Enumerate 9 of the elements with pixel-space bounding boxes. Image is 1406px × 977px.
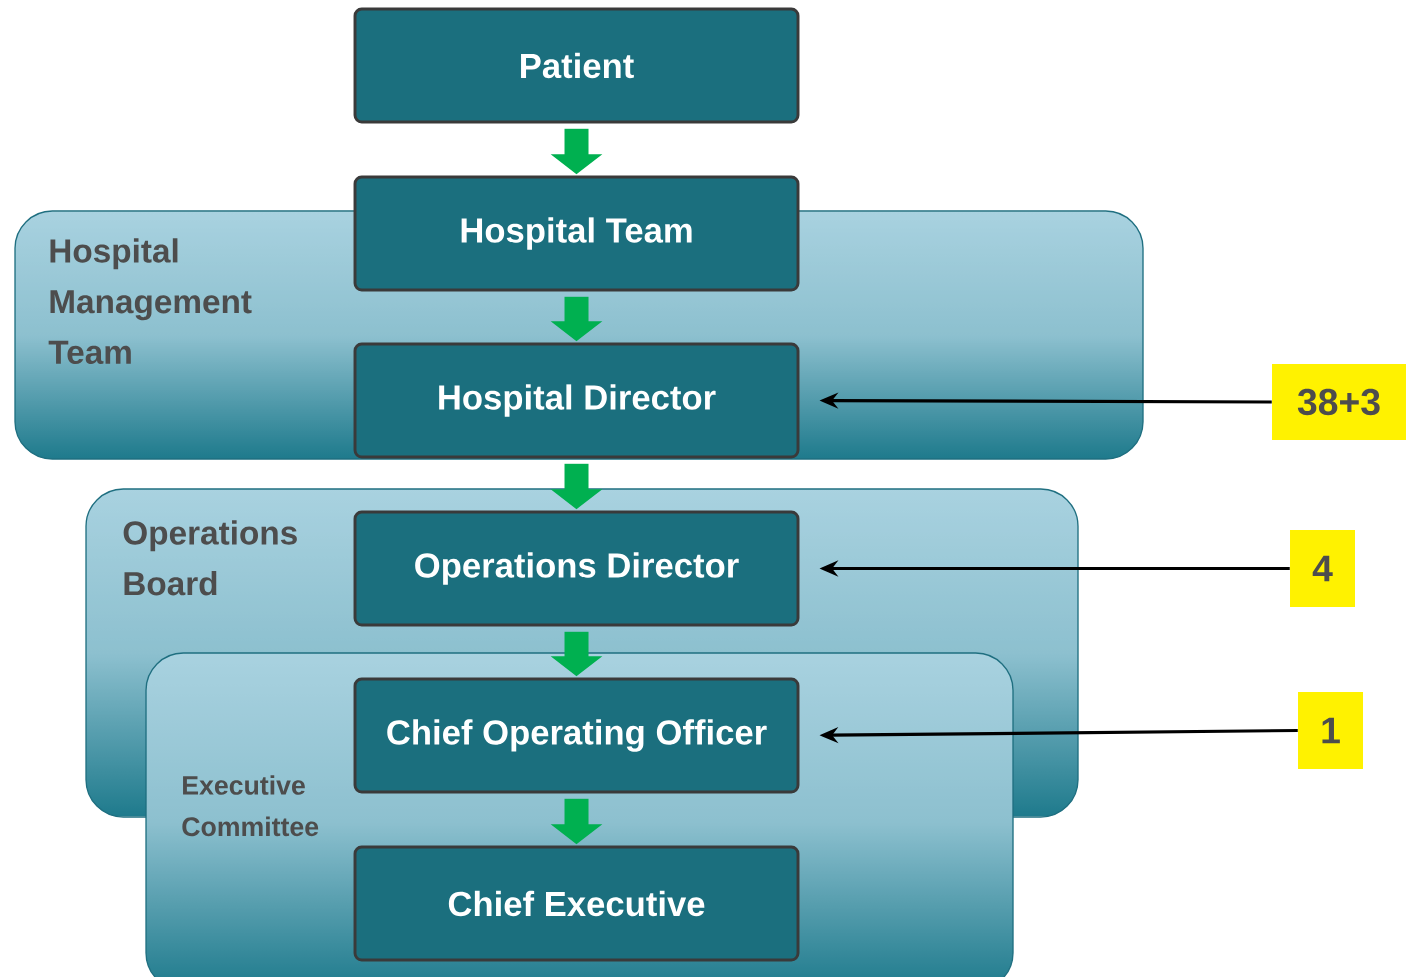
process-box: Chief Operating Officer [353,677,800,794]
process-box: Hospital Director [353,342,800,459]
process-box: Chief Executive [353,845,800,962]
process-box: Patient [353,7,800,124]
process-box: Hospital Team [353,175,800,292]
count-tag: 38+3 [1272,364,1406,440]
count-tag: 1 [1298,692,1363,769]
process-box: Operations Director [353,510,800,627]
count-tag: 4 [1290,530,1355,607]
